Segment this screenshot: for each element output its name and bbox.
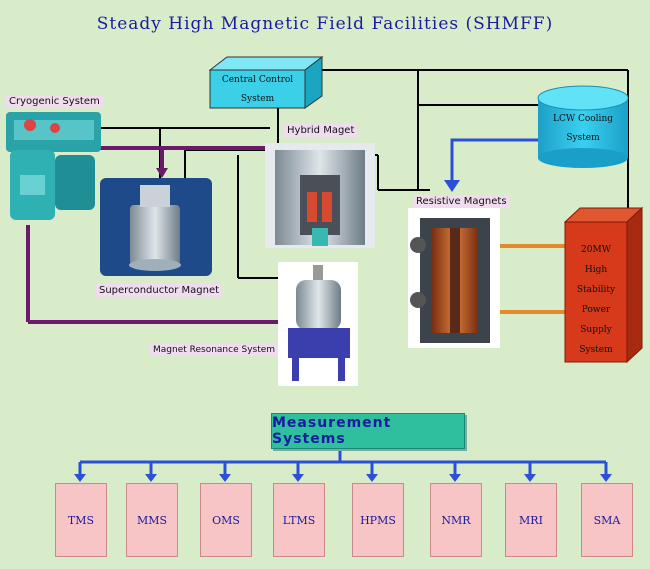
system-box-oms: OMS: [200, 483, 252, 557]
power-supply-line2: High Stability: [576, 265, 616, 295]
hybrid-label: Hybrid Maget: [284, 124, 358, 137]
system-box-mms: MMS: [126, 483, 178, 557]
resistive-magnet-image: [408, 208, 500, 348]
central-control-box: [208, 55, 324, 109]
superconductor-image: [100, 178, 212, 276]
measurement-systems-title: Measurement Systems: [271, 413, 465, 449]
lcw-cooling-tank: [537, 85, 629, 168]
superconductor-label: Superconductor Magnet: [96, 284, 223, 297]
power-supply-line1: 20MW: [581, 245, 611, 255]
nmr-magnet-image: [278, 262, 358, 386]
central-control-line2: System: [240, 94, 275, 104]
power-supply-label: 20MW High Stability Power Supply System: [565, 240, 627, 360]
resistive-label: Resistive Magnets: [413, 195, 510, 208]
system-box-mri: MRI: [505, 483, 557, 557]
cryogenic-machinery: [6, 112, 101, 220]
cryo-pipes: [26, 146, 300, 324]
nmr-system-label: Magnet Resonance System: [150, 344, 279, 356]
system-box-sma: SMA: [581, 483, 633, 557]
system-box-ltms: LTMS: [273, 483, 325, 557]
power-lines: [500, 244, 565, 314]
system-box-tms: TMS: [55, 483, 107, 557]
system-box-hpms: HPMS: [352, 483, 404, 557]
measurement-arrowheads: [74, 474, 612, 482]
cryogenic-label: Cryogenic System: [6, 95, 103, 108]
cryo-arrow: [156, 168, 168, 178]
power-supply-line4: System: [579, 345, 613, 355]
central-control-line1: Central Control: [221, 75, 294, 85]
power-supply-line3: Power Supply: [580, 305, 612, 335]
lcw-cooling-label: LCW Cooling System: [538, 110, 628, 148]
cooling-arrow: [450, 138, 540, 186]
lcw-cooling-line1: LCW Cooling: [552, 114, 613, 124]
power-supply-box: [563, 206, 644, 364]
system-box-nmr: NMR: [430, 483, 482, 557]
measurement-tree: [78, 447, 608, 474]
page-title: Steady High Magnetic Field Facilities (S…: [96, 14, 554, 34]
central-control-label: Central Control System: [210, 71, 305, 109]
lcw-cooling-line2: System: [566, 133, 600, 143]
hybrid-magnet-image: [265, 143, 375, 248]
